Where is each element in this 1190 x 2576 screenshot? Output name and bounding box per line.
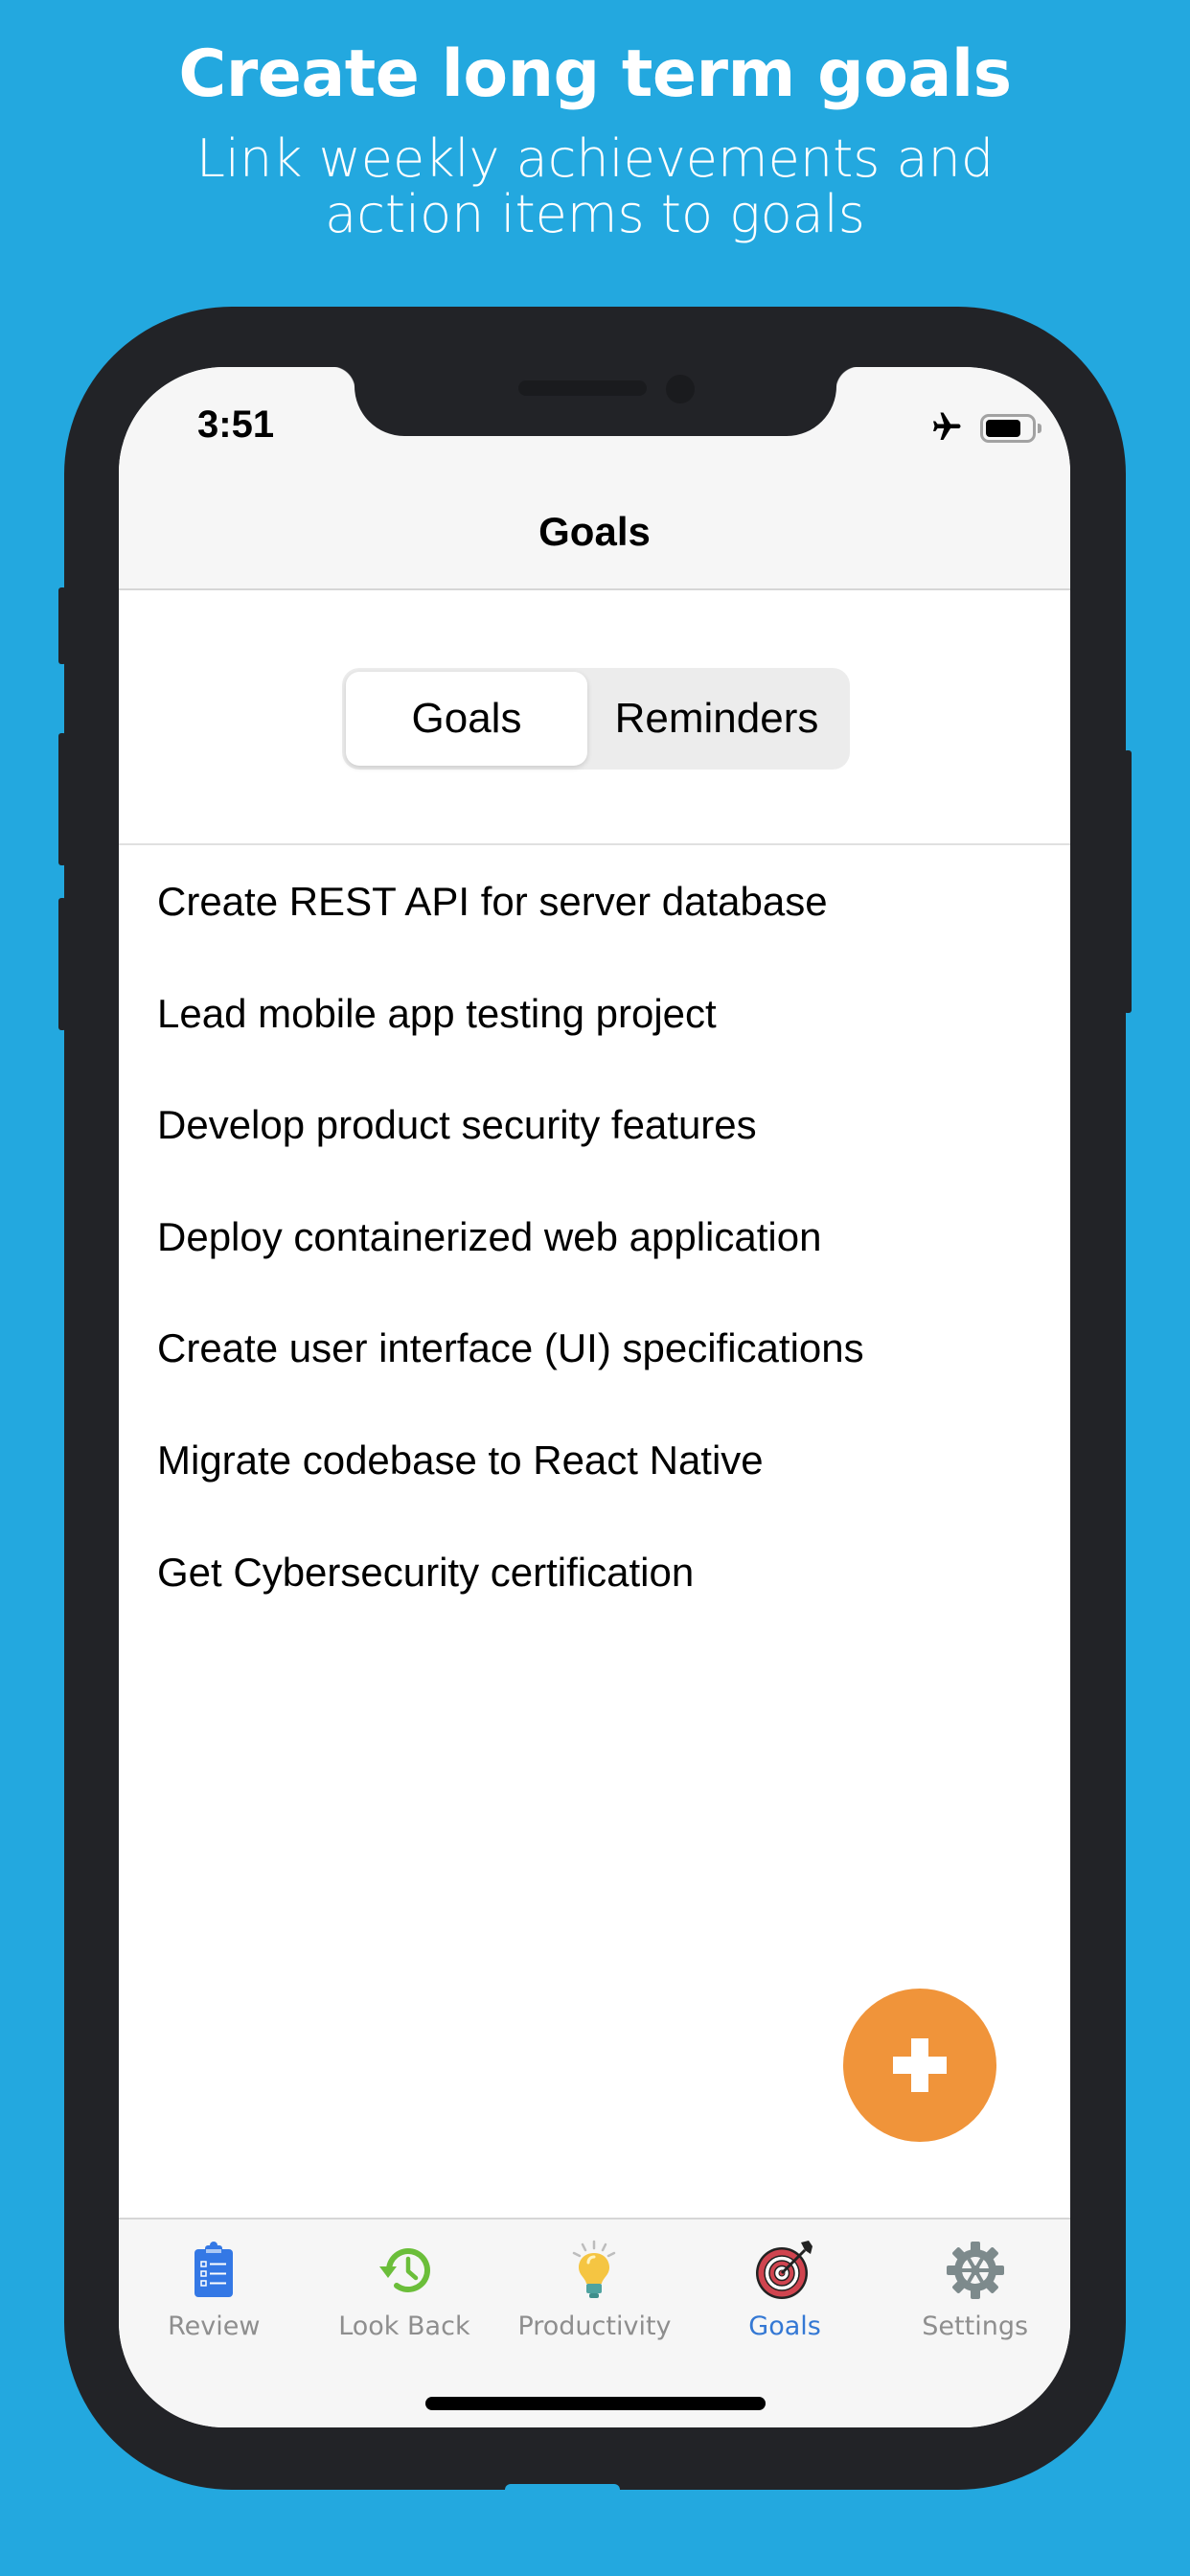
volume-down-button [58, 898, 66, 1030]
silent-switch [58, 587, 66, 664]
battery-icon [980, 413, 1041, 443]
goal-list-item[interactable]: Create REST API for server database [157, 879, 828, 924]
goal-list-item[interactable]: Deploy containerized web application [157, 1213, 822, 1259]
plus-icon [893, 2038, 947, 2092]
navigation-header: 3:51 Goals [119, 367, 1070, 590]
tab-goals[interactable]: Goals [690, 2220, 881, 2427]
status-icons [928, 408, 1041, 448]
volume-up-button [58, 733, 66, 865]
goal-list: Create REST API for server database Lead… [157, 875, 1070, 1657]
tab-label: Settings [922, 2312, 1029, 2341]
speaker [518, 380, 647, 396]
tab-label: Look Back [338, 2312, 470, 2341]
phone-frame-port [505, 2484, 620, 2492]
gear-icon [942, 2237, 1009, 2304]
power-button [1124, 750, 1132, 1013]
page-title: Goals [538, 509, 651, 554]
tab-label: Goals [748, 2312, 821, 2341]
promo-title: Create long term goals [178, 36, 1012, 112]
segment-reminders[interactable]: Reminders [614, 695, 819, 742]
tab-bar: Review Look Back [119, 2218, 1070, 2427]
notch [332, 367, 859, 436]
status-time: 3:51 [197, 403, 275, 446]
goal-list-item[interactable]: Develop product security features [157, 1102, 757, 1148]
tab-label: Review [168, 2312, 261, 2341]
tab-label: Productivity [517, 2312, 672, 2341]
history-icon [371, 2237, 438, 2304]
tab-settings[interactable]: Settings [880, 2220, 1070, 2427]
promo-subtitle-line1: Link weekly achievements and [195, 128, 995, 189]
promo-subtitle-line2: action items to goals [325, 184, 865, 244]
front-camera [666, 375, 695, 403]
tab-review[interactable]: Review [119, 2220, 309, 2427]
goal-list-item[interactable]: Get Cybersecurity certification [157, 1549, 695, 1595]
goal-list-item[interactable]: Migrate codebase to React Native [157, 1437, 764, 1483]
airplane-mode-icon [928, 408, 967, 448]
add-goal-button[interactable] [843, 1989, 996, 2142]
goal-list-item[interactable]: Create user interface (UI) specification… [157, 1325, 864, 1371]
divider [119, 843, 1070, 845]
clipboard-icon [180, 2237, 247, 2304]
phone-screen: 3:51 Goals Goals Reminders Create REST A… [119, 367, 1070, 2427]
goals-reminders-segmented-control: Goals Reminders [342, 668, 850, 770]
segment-goals[interactable]: Goals [346, 672, 587, 766]
goal-list-item[interactable]: Lead mobile app testing project [157, 990, 717, 1036]
tab-productivity[interactable]: Productivity [499, 2220, 690, 2427]
target-icon [751, 2237, 818, 2304]
tab-look-back[interactable]: Look Back [309, 2220, 500, 2427]
lightbulb-icon [561, 2237, 628, 2304]
home-indicator[interactable] [425, 2397, 766, 2410]
